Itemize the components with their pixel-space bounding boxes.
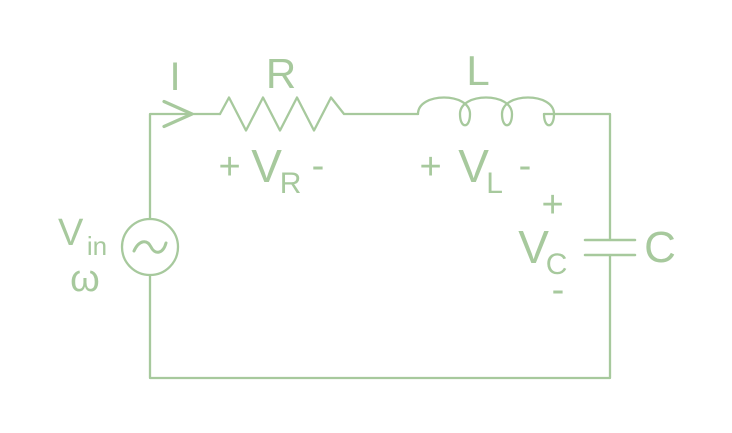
sine-wave-icon <box>132 240 168 254</box>
wire-top-left <box>148 112 222 221</box>
vr-minus-sign: - <box>312 145 325 187</box>
resistor-label: R <box>266 50 296 97</box>
vl-main: V <box>458 140 489 192</box>
vl-sub: L <box>486 167 503 200</box>
vr-plus-sign: + <box>219 146 241 188</box>
resistor-symbol <box>218 96 420 132</box>
source-voltage-sub: in <box>87 231 107 261</box>
circuit-labels: I R L C V in ω + V R - + V L - <box>58 47 676 311</box>
circuit-strokes <box>120 96 637 380</box>
ac-source-symbol <box>120 217 180 277</box>
vc-main: V <box>518 221 549 273</box>
vc-plus-sign: + <box>542 184 564 226</box>
source-voltage-main: V <box>58 212 84 254</box>
current-arrow-icon <box>162 99 194 129</box>
source-frequency-label: ω <box>70 258 100 300</box>
inductor-label: L <box>466 47 489 94</box>
inductor-symbol <box>416 96 556 127</box>
current-label: I <box>169 55 180 99</box>
vl-plus-sign: + <box>420 146 442 188</box>
source-voltage-label: V in <box>58 212 107 261</box>
capacitor-label: C <box>644 223 676 272</box>
capacitor-symbol <box>583 238 637 257</box>
resistor-voltage-label: + V R - <box>219 137 325 203</box>
vl-minus-sign: - <box>519 145 532 187</box>
capacitor-voltage-label: + V C - <box>518 175 580 311</box>
inductor-voltage-label: + V L - <box>420 137 532 203</box>
vr-sub: R <box>280 167 302 200</box>
wire-top-right <box>542 112 612 242</box>
vc-minus-sign: - <box>552 269 565 311</box>
wire-bottom-loop <box>148 253 612 380</box>
vr-main: V <box>251 140 282 192</box>
vc-sub: C <box>546 248 568 281</box>
